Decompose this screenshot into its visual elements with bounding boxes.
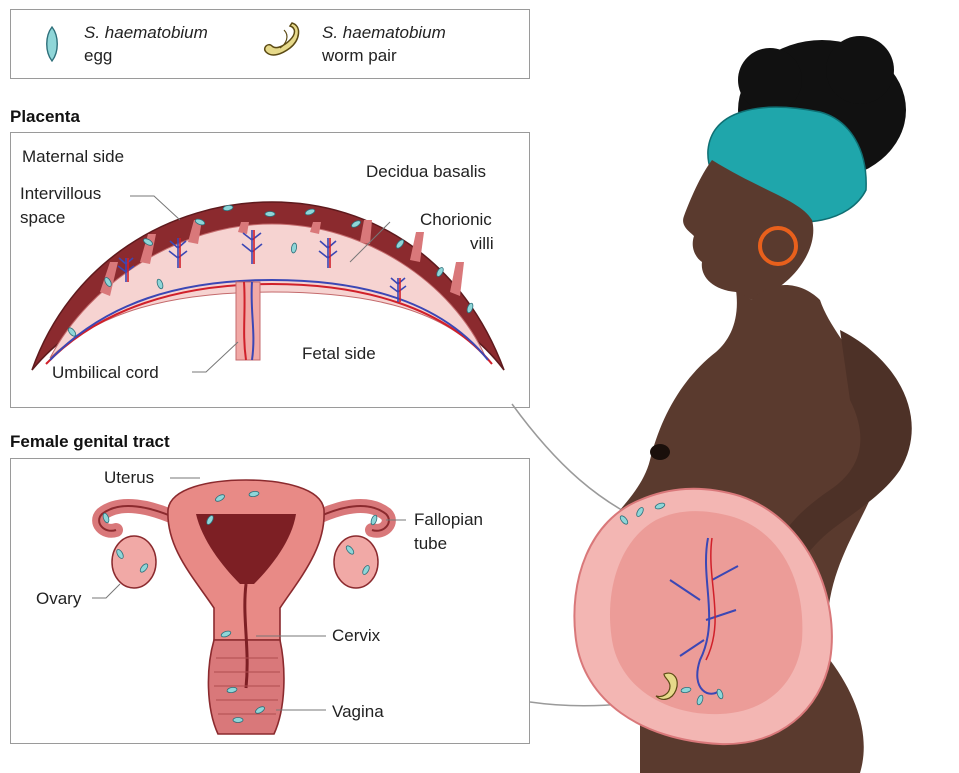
pregnant-woman-illustration (0, 0, 959, 773)
